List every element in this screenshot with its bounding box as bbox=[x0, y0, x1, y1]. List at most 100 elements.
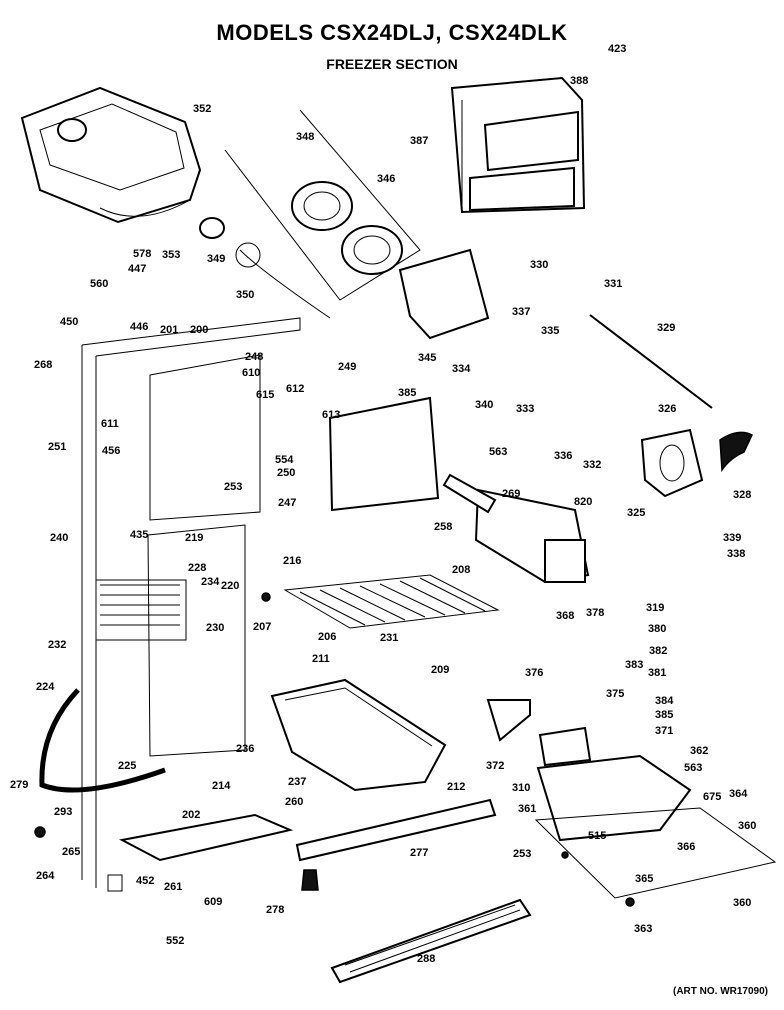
callout-446: 446 bbox=[130, 321, 148, 333]
callout-248: 248 bbox=[245, 351, 263, 363]
callout-560: 560 bbox=[90, 278, 108, 290]
callout-610: 610 bbox=[242, 367, 260, 379]
callout-362: 362 bbox=[690, 745, 708, 757]
freezer-pan-part bbox=[270, 678, 447, 792]
callout-372: 372 bbox=[486, 760, 504, 772]
callout-211: 211 bbox=[312, 653, 330, 665]
cabinet-frame-part bbox=[81, 317, 301, 888]
callout-383: 383 bbox=[625, 659, 643, 671]
callout-240: 240 bbox=[50, 532, 68, 544]
callout-388: 388 bbox=[570, 75, 588, 87]
callout-234: 234 bbox=[201, 576, 220, 588]
ice-container-part bbox=[20, 86, 202, 224]
callout-209: 209 bbox=[431, 664, 449, 676]
callout-224: 224 bbox=[36, 681, 55, 693]
callout-216: 216 bbox=[283, 555, 301, 567]
ice-maker-part bbox=[442, 473, 590, 584]
callout-214: 214 bbox=[212, 780, 231, 792]
callout-613: 613 bbox=[322, 409, 340, 421]
callout-346: 346 bbox=[377, 173, 395, 185]
callout-609: 609 bbox=[204, 896, 222, 908]
callout-207: 207 bbox=[253, 621, 271, 633]
callout-212: 212 bbox=[447, 781, 465, 793]
callout-208: 208 bbox=[452, 564, 470, 576]
callout-231: 231 bbox=[380, 632, 398, 644]
callout-277: 277 bbox=[410, 847, 428, 859]
callout-278: 278 bbox=[266, 904, 284, 916]
callout-288: 288 bbox=[417, 953, 435, 965]
callout-329: 329 bbox=[657, 322, 675, 334]
motor-bracket-part bbox=[398, 248, 490, 340]
callout-554: 554 bbox=[275, 454, 294, 466]
callout-423: 423 bbox=[608, 43, 626, 55]
callout-456: 456 bbox=[102, 445, 120, 457]
evaporator-coil-part bbox=[95, 579, 187, 641]
callout-447: 447 bbox=[128, 263, 146, 275]
callout-258: 258 bbox=[434, 521, 452, 533]
dispenser-door-part bbox=[450, 76, 586, 214]
callout-230: 230 bbox=[206, 622, 224, 634]
callout-385: 385 bbox=[655, 709, 673, 721]
callout-310: 310 bbox=[512, 782, 530, 794]
callout-364: 364 bbox=[729, 788, 748, 800]
callout-515: 515 bbox=[588, 830, 606, 842]
callout-345: 345 bbox=[418, 352, 436, 364]
callout-675: 675 bbox=[703, 791, 721, 803]
callout-378: 378 bbox=[586, 607, 604, 619]
callout-333: 333 bbox=[516, 403, 534, 415]
callout-265: 265 bbox=[62, 846, 80, 858]
callout-820: 820 bbox=[574, 496, 592, 508]
callout-371: 371 bbox=[655, 725, 673, 737]
callout-348: 348 bbox=[296, 131, 314, 143]
callout-611: 611 bbox=[101, 418, 119, 430]
callout-365: 365 bbox=[635, 873, 653, 885]
callout-200: 200 bbox=[190, 324, 208, 336]
callout-225: 225 bbox=[118, 760, 136, 772]
callout-375: 375 bbox=[606, 688, 624, 700]
callout-435: 435 bbox=[130, 529, 148, 541]
callout-450: 450 bbox=[60, 316, 78, 328]
callout-340: 340 bbox=[475, 399, 493, 411]
callout-360: 360 bbox=[738, 820, 756, 832]
callout-228: 228 bbox=[188, 562, 206, 574]
auger-motor-part bbox=[199, 109, 421, 319]
callout-387: 387 bbox=[410, 135, 428, 147]
callout-249: 249 bbox=[338, 361, 356, 373]
diagram-subtitle: FREEZER SECTION bbox=[326, 56, 458, 72]
callout-201: 201 bbox=[160, 324, 178, 336]
callout-331: 331 bbox=[604, 278, 622, 290]
callout-330: 330 bbox=[530, 259, 548, 271]
callout-366: 366 bbox=[677, 841, 695, 853]
callout-349: 349 bbox=[207, 253, 225, 265]
hardware-parts bbox=[34, 592, 635, 907]
callout-615: 615 bbox=[256, 389, 274, 401]
callout-251: 251 bbox=[48, 441, 66, 453]
callout-336: 336 bbox=[554, 450, 572, 462]
callout-328: 328 bbox=[733, 489, 751, 501]
callout-319: 319 bbox=[646, 602, 664, 614]
callout-293: 293 bbox=[54, 806, 72, 818]
callout-612: 612 bbox=[286, 383, 304, 395]
drain-hose-part bbox=[39, 688, 166, 793]
callout-380: 380 bbox=[648, 623, 666, 635]
wire-shelf-part bbox=[283, 574, 500, 629]
callout-232: 232 bbox=[48, 639, 66, 651]
callout-578: 578 bbox=[133, 248, 151, 260]
callout-332: 332 bbox=[583, 459, 601, 471]
fan-motor-part bbox=[640, 428, 753, 498]
callout-337: 337 bbox=[512, 306, 530, 318]
callout-269: 269 bbox=[502, 488, 520, 500]
callout-361: 361 bbox=[518, 803, 536, 815]
callout-376: 376 bbox=[525, 667, 543, 679]
callout-250: 250 bbox=[277, 467, 295, 479]
callout-334: 334 bbox=[452, 363, 471, 375]
callout-385: 385 bbox=[398, 387, 416, 399]
callout-339: 339 bbox=[723, 532, 741, 544]
art-number: (ART NO. WR17090) bbox=[672, 986, 768, 997]
callout-279: 279 bbox=[10, 779, 28, 791]
callout-350: 350 bbox=[236, 289, 254, 301]
callout-264: 264 bbox=[36, 870, 55, 882]
callout-260: 260 bbox=[285, 796, 303, 808]
